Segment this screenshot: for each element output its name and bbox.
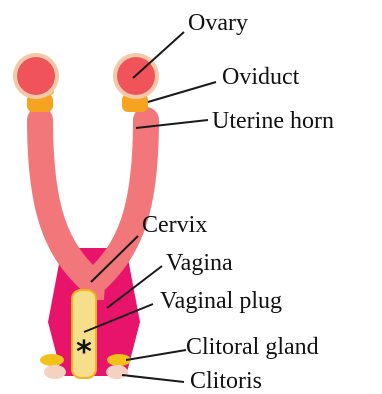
uterine-horn-label: Uterine horn xyxy=(212,108,334,134)
clitoral-gland-leader-line xyxy=(126,350,186,360)
clitoral-gland-label: Clitoral gland xyxy=(186,334,319,360)
clitoris-label: Clitoris xyxy=(190,368,262,394)
oviduct-leader-line xyxy=(148,82,216,102)
ovary-label: Ovary xyxy=(188,10,248,36)
vaginal-plug-marker: * xyxy=(76,335,92,370)
clitoral-gland-left-shape xyxy=(40,354,64,366)
cervix-label: Cervix xyxy=(142,212,207,238)
oviduct-label: Oviduct xyxy=(222,64,300,90)
vaginal-plug-label: Vaginal plug xyxy=(160,288,282,314)
clitoris-right-shape xyxy=(106,365,128,379)
ovary-left-shape xyxy=(13,53,59,99)
vagina-label: Vagina xyxy=(166,250,233,276)
clitoris-left-shape xyxy=(44,365,66,379)
clitoris-leader-line xyxy=(122,375,184,382)
